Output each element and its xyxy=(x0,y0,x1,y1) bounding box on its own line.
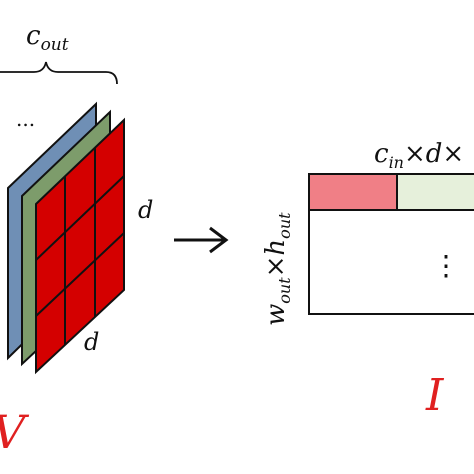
row-size-label: wout×hout xyxy=(261,212,294,326)
matrix-cell-second xyxy=(396,173,474,211)
column-size-label: cin×d× xyxy=(374,139,464,172)
cout-brace xyxy=(0,61,118,85)
filter-set-symbol: V xyxy=(0,405,30,459)
vertical-ellipsis-icon: ⋮ xyxy=(432,249,460,282)
right-arrow-icon xyxy=(174,226,229,254)
cout-label: cout xyxy=(26,21,69,55)
matrix-cell-first xyxy=(308,173,398,211)
stack-ellipsis: ... xyxy=(16,107,35,131)
d-bottom-label: d xyxy=(84,328,99,356)
grid-line xyxy=(35,175,125,261)
im2col-matrix xyxy=(308,173,474,315)
matrix-name-label: I xyxy=(425,370,445,421)
d-side-label: d xyxy=(138,196,153,224)
grid-line xyxy=(35,232,125,317)
front-filter xyxy=(35,117,125,375)
